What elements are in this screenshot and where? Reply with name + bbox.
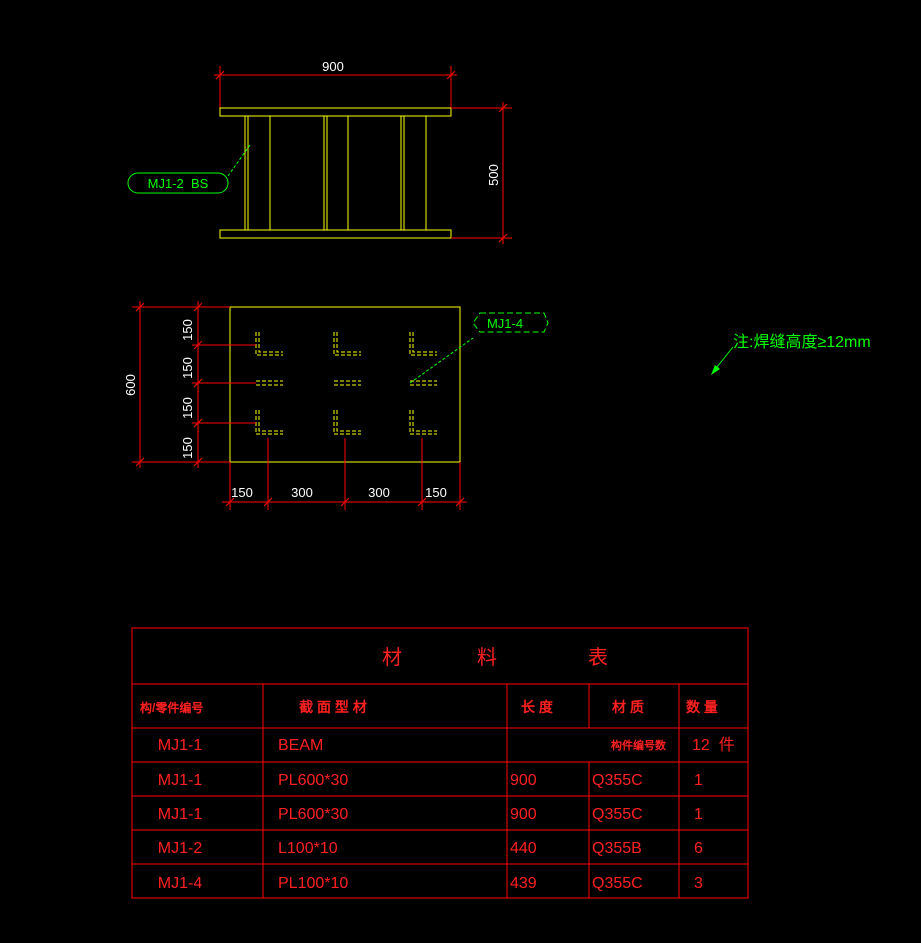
table-row-4-qty: 6 [694,840,703,857]
angle-columns [244,116,427,230]
table-row-2-part: MJ1-1 [158,772,203,789]
plan-v-dim-2: 150 [180,357,195,379]
top-flange-plate [219,107,452,117]
plan-view: 600 150 150 150 150 [123,301,549,510]
weld-note: 注:焊缝高度≥12mm [711,333,871,375]
mj1-4-tag-label: MJ1-4 [487,316,523,331]
elevation-height-label: 500 [486,164,501,186]
table-row-3-qty: 1 [694,806,703,823]
table-row-4-part: MJ1-2 [158,840,203,857]
weld-note-text: 注:焊缝高度≥12mm [733,333,871,351]
plan-h-dim-3: 300 [368,485,390,500]
table-header-quantity: 数 量 [686,699,718,715]
plan-vertical-chain-dimension: 150 150 150 150 [180,301,256,468]
table-row-5-length: 439 [510,875,537,892]
elevation-width-dimension: 900 [214,59,457,108]
table-row-5-material: Q355C [592,875,643,892]
table-row-3-section: PL600*30 [278,806,348,823]
mj1-2-tag-label: MJ1-2 BS [148,176,209,191]
mj1-4-callout: MJ1-4 [409,312,549,384]
table-row-1-material: 构件编号数 [611,738,667,752]
table-row-5-section: PL100*10 [278,875,348,892]
plan-h-dim-2: 300 [291,485,313,500]
elevation-height-dimension: 500 [451,102,512,244]
mj1-2-callout: MJ1-2 BS [127,144,251,194]
table-title-char-1: 材 [382,646,402,669]
table-row-3-length: 900 [510,806,537,823]
elevation-view: 900 500 MJ1 [127,59,512,244]
table-row-3-part: MJ1-1 [158,806,203,823]
table-row-2-length: 900 [510,772,537,789]
elevation-width-label: 900 [322,59,344,74]
table-header-section: 截 面 型 材 [299,699,367,715]
table-row-1-part: MJ1-1 [158,737,203,754]
table-header-length: 长 度 [521,699,554,715]
table-row-5-part: MJ1-4 [158,875,203,892]
table-row-2-section: PL600*30 [278,772,348,789]
table-row-1-section: BEAM [278,737,323,754]
angle-sections [255,332,437,435]
plan-horizontal-chain-dimension: 150 300 300 150 [222,438,467,510]
table-row-2-qty: 1 [694,772,703,789]
plan-v-dim-4: 150 [180,437,195,459]
table-row-3-material: Q355C [592,806,643,823]
table-title-char-2: 料 [477,646,497,669]
plan-v-dim-1: 150 [180,319,195,341]
table-row-4-section: L100*10 [278,840,338,857]
table-row-2-material: Q355C [592,772,643,789]
table-title-char-3: 表 [588,646,608,669]
table-row-5-qty: 3 [694,875,703,892]
bottom-flange-plate [219,229,452,239]
plan-height-dimension: 600 [123,301,230,468]
table-header-material: 材 质 [612,699,644,715]
table-row-4-length: 440 [510,840,537,857]
plan-height-label: 600 [123,374,138,396]
table-header-part-no: 构/零件编号 [140,700,203,715]
plan-h-dim-1: 150 [231,485,253,500]
plan-h-dim-4: 150 [425,485,447,500]
material-table: 材 料 表 构/零件编号 截 面 型 材 长 度 材 质 数 量 MJ1-1 B… [131,627,749,899]
table-row-4-material: Q355B [592,840,642,857]
table-row-1-qty: 12 件 [692,736,735,754]
plan-v-dim-3: 150 [180,397,195,419]
